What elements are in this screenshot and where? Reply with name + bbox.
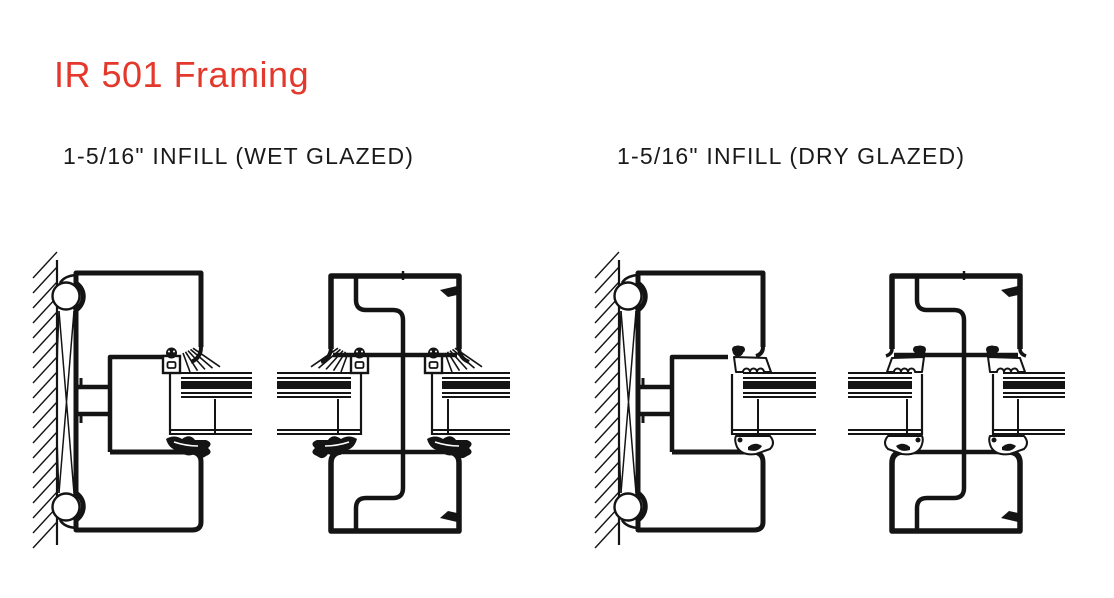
dry-glazed-mullion-section-drawing [848, 271, 1065, 534]
dry-glazed-jamb-section-drawing [594, 251, 816, 549]
wet-glazed-caption: 1-5/16" INFILL (WET GLAZED) [63, 143, 415, 169]
wet-glazed-jamb-section-drawing [32, 251, 252, 549]
page-title: IR 501 Framing [54, 54, 310, 96]
wet-glazed-mullion-section-drawing [277, 271, 510, 534]
dry-glazed-caption: 1-5/16" INFILL (DRY GLAZED) [617, 143, 966, 169]
